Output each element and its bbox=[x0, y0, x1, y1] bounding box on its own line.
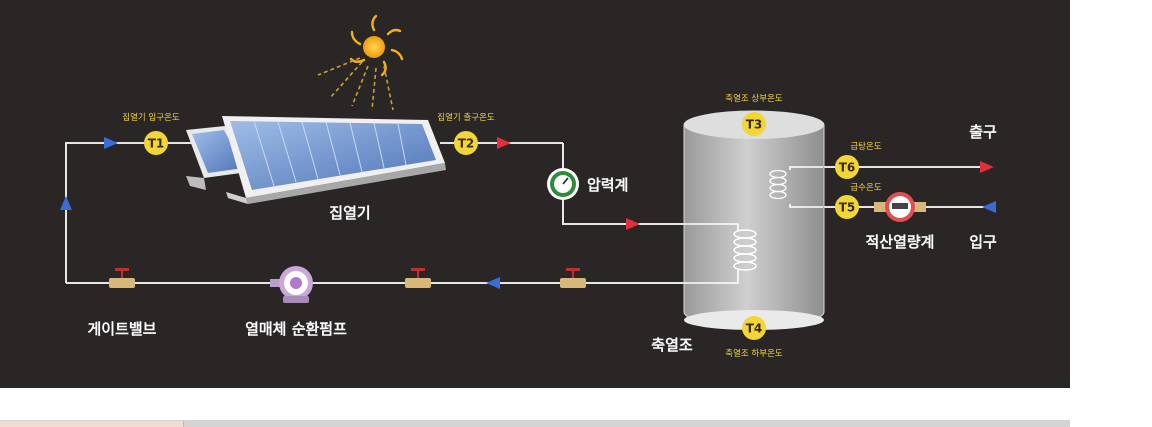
storage-tank-label: 축열조 bbox=[651, 336, 693, 354]
sensor-T6: T6 급탕온도 bbox=[835, 141, 882, 179]
sensor-T5: T5 급수온도 bbox=[835, 183, 882, 219]
valve-icon bbox=[109, 268, 135, 288]
pressure-gauge-icon bbox=[547, 168, 579, 200]
heat-meter-icon bbox=[874, 192, 926, 222]
outlet-label: 출구 bbox=[969, 123, 997, 141]
arrow-icon bbox=[982, 201, 996, 213]
solar-heating-diagram: T1 집열기 입구온도 T2 집열기 출구온도 T3 축열조 상부온도 T4 축… bbox=[0, 0, 1070, 388]
sensor-caption: 급탕온도 bbox=[850, 141, 881, 152]
storage-tank bbox=[683, 110, 825, 330]
gate-valve-label: 게이트밸브 bbox=[87, 320, 156, 338]
solar-panel-icon bbox=[186, 116, 446, 204]
valve-icon bbox=[405, 268, 431, 288]
arrow-icon bbox=[497, 137, 511, 149]
sensor-id: T4 bbox=[746, 322, 763, 336]
sensor-caption: 급수온도 bbox=[850, 183, 881, 193]
arrow-icon bbox=[626, 218, 640, 230]
arrow-icon bbox=[60, 196, 72, 210]
arrow-icon bbox=[104, 137, 118, 149]
flow-arrows bbox=[60, 137, 996, 289]
sensor-id: T5 bbox=[839, 201, 856, 215]
inlet-label: 입구 bbox=[969, 233, 997, 251]
sensor-caption: 축열조 상부온도 bbox=[725, 93, 783, 104]
sensor-T3: T3 축열조 상부온도 bbox=[725, 93, 783, 136]
sensor-T2: T2 집열기 출구온도 bbox=[437, 112, 495, 155]
sun-icon bbox=[317, 14, 404, 111]
sensor-caption: 집열기 출구온도 bbox=[437, 112, 495, 123]
pump-icon bbox=[270, 266, 313, 303]
heat-meter-label: 적산열량계 bbox=[865, 233, 934, 251]
arrow-icon bbox=[980, 161, 994, 173]
sensor-id: T3 bbox=[746, 118, 763, 132]
sensor-id: T1 bbox=[148, 137, 165, 151]
sensor-id: T6 bbox=[839, 161, 856, 175]
sensor-caption: 축열조 하부온도 bbox=[725, 348, 783, 359]
valve-icon bbox=[560, 268, 586, 288]
coil-icon bbox=[733, 229, 757, 271]
bottom-tab bbox=[0, 421, 184, 427]
arrow-icon bbox=[486, 277, 500, 289]
tank-internal-pipes bbox=[684, 166, 823, 284]
coil-icon bbox=[769, 169, 787, 200]
pressure-gauge-label: 압력계 bbox=[587, 176, 628, 194]
bottom-divider bbox=[0, 420, 1070, 427]
collector-label: 집열기 bbox=[329, 204, 370, 222]
sensor-caption: 집열기 입구온도 bbox=[122, 112, 180, 123]
sensor-T1: T1 집열기 입구온도 bbox=[122, 112, 180, 155]
sensor-T4: T4 축열조 하부온도 bbox=[725, 316, 783, 359]
sensor-id: T2 bbox=[458, 137, 475, 151]
pump-label: 열매체 순환펌프 bbox=[245, 320, 347, 338]
